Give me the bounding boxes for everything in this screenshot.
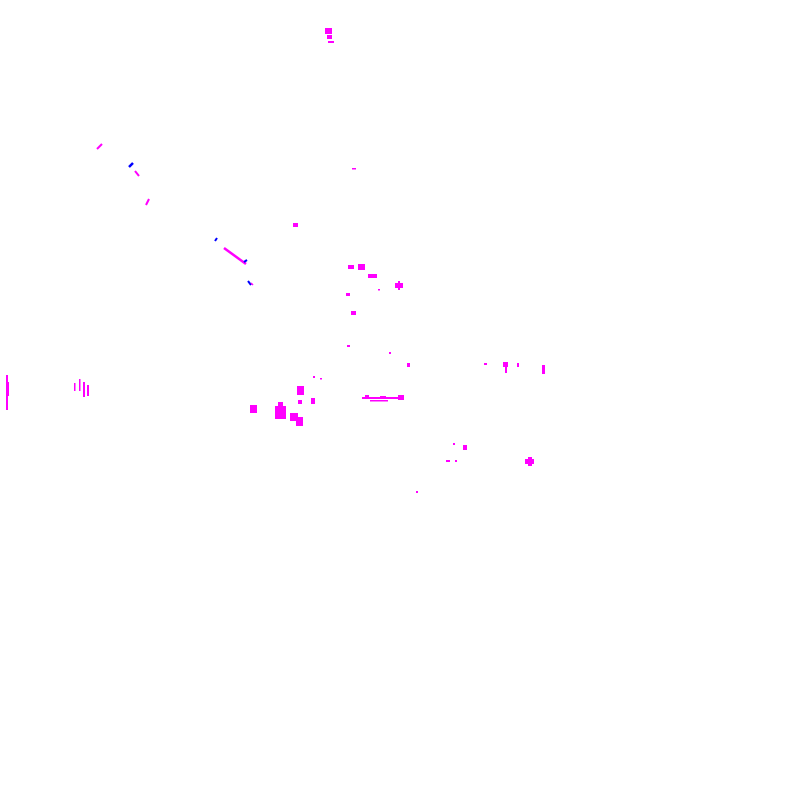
map-feature xyxy=(250,405,257,413)
map-feature xyxy=(348,265,354,269)
map-feature xyxy=(297,386,304,395)
map-feature xyxy=(96,143,103,150)
map-feature xyxy=(8,382,9,396)
map-feature xyxy=(517,363,519,367)
map-feature xyxy=(6,375,8,410)
map-feature xyxy=(293,223,298,227)
map-feature xyxy=(311,398,315,404)
map-feature-cluster-top xyxy=(325,28,334,43)
map-feature xyxy=(380,396,386,398)
map-feature xyxy=(358,264,365,270)
map-feature xyxy=(368,274,377,278)
map-feature xyxy=(145,198,150,206)
map-feature xyxy=(505,367,507,373)
map-feature xyxy=(214,237,218,242)
map-feature-cluster-south xyxy=(250,376,404,426)
map-feature xyxy=(87,385,89,396)
map-feature xyxy=(542,365,545,374)
map-feature xyxy=(398,281,400,290)
map-feature xyxy=(370,400,388,402)
map-feature xyxy=(328,41,334,43)
map-feature xyxy=(313,376,315,378)
map-feature xyxy=(320,378,322,380)
map-feature xyxy=(128,162,134,168)
map-feature xyxy=(83,382,85,397)
map-feature xyxy=(290,413,298,421)
map-feature-cluster-east xyxy=(389,352,545,493)
map-feature xyxy=(134,170,140,177)
map-feature xyxy=(351,311,356,315)
map-feature xyxy=(446,460,450,462)
map-feature xyxy=(79,379,81,391)
map-feature xyxy=(528,457,532,466)
map-feature xyxy=(503,362,508,367)
map-feature xyxy=(250,282,254,286)
map-feature xyxy=(243,259,248,263)
map-feature xyxy=(416,491,418,493)
map-feature xyxy=(296,417,303,426)
map-feature xyxy=(298,400,302,404)
map-feature xyxy=(455,460,457,462)
map-feature xyxy=(389,352,391,354)
map-feature xyxy=(398,395,404,400)
map-feature xyxy=(365,395,369,397)
map-feature xyxy=(463,445,467,450)
map-feature xyxy=(275,406,286,419)
map-feature xyxy=(347,345,350,347)
map-feature xyxy=(278,402,283,407)
map-feature xyxy=(247,280,252,286)
map-feature xyxy=(378,289,380,291)
map-feature xyxy=(346,293,350,296)
map-feature xyxy=(453,443,455,445)
map-feature-left-edge xyxy=(6,375,89,410)
map-feature xyxy=(407,363,410,367)
map-feature xyxy=(74,383,76,391)
map-feature xyxy=(223,246,247,266)
map-feature xyxy=(325,28,332,34)
map-feature-diagonal-trace xyxy=(96,143,254,286)
map-feature xyxy=(352,168,356,170)
map-feature xyxy=(327,35,332,39)
map-feature xyxy=(484,363,487,365)
map-feature-cluster-center xyxy=(293,168,403,347)
